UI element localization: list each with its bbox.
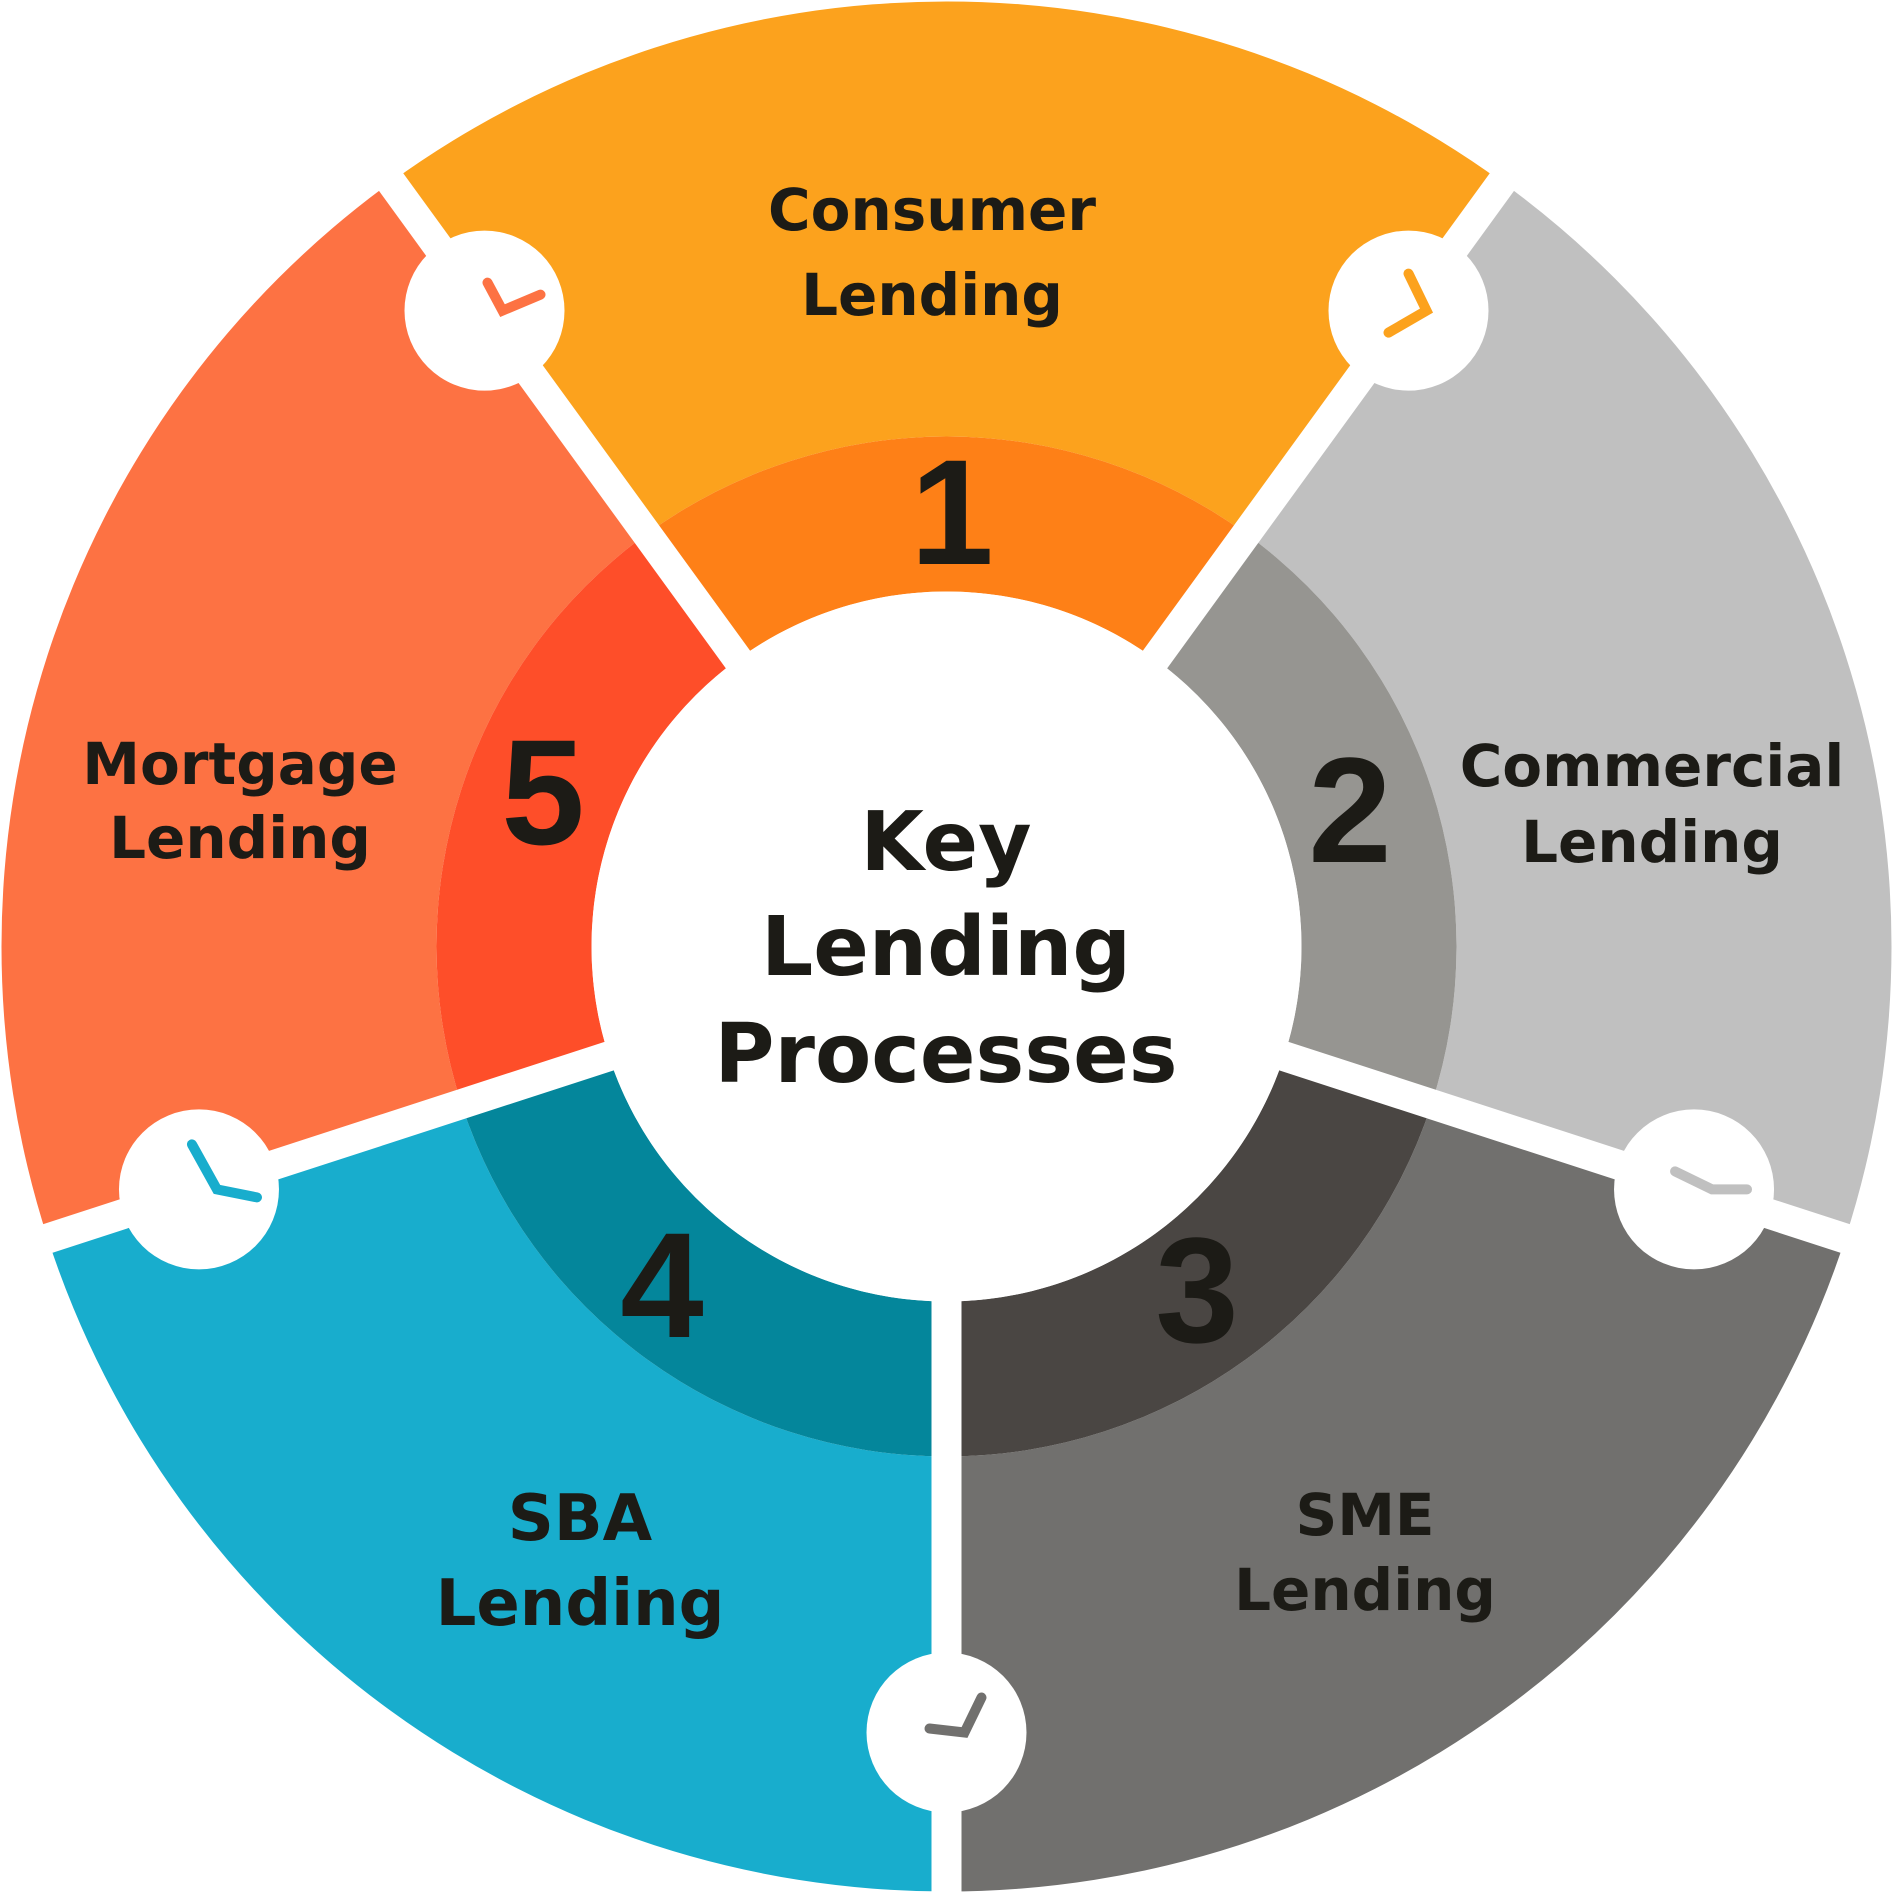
- segment-sme-lending-inner: [946, 1056, 1432, 1457]
- segment-sba-lending-outer: [47, 1104, 947, 1892]
- segment-label: Lending: [109, 804, 371, 872]
- segment-label: Mortgage: [82, 730, 397, 798]
- segment-label: Lending: [436, 1567, 725, 1641]
- segment-label: SME: [1295, 1481, 1434, 1549]
- segment-label: Consumer: [768, 176, 1096, 244]
- clock-hands: [1670, 1166, 1753, 1195]
- center-title-line: Key: [860, 795, 1031, 890]
- segment-label-line: SBA: [508, 1482, 653, 1556]
- segment-label-line: Lending: [801, 261, 1063, 329]
- segment-number: 5: [501, 708, 584, 876]
- center-circle: [591, 591, 1302, 1302]
- segment-consumer-lending-outer: [391, 1, 1502, 534]
- clock-icon: [1614, 1109, 1775, 1270]
- segment-label-line: Consumer: [768, 176, 1096, 244]
- clock-hands: [1383, 268, 1434, 338]
- segment-sme-lending-outer: [946, 1104, 1846, 1892]
- segment-label: Lending: [1521, 808, 1783, 876]
- clock-face: [404, 230, 565, 391]
- segment-label: SBA: [508, 1482, 653, 1556]
- clock-icon: [118, 1109, 279, 1270]
- clock-icon: [1328, 230, 1489, 391]
- center-title-line: Lending: [761, 900, 1131, 995]
- segment-number: 1: [910, 428, 993, 596]
- clock-icon: [404, 230, 565, 391]
- segment-sba-lending-inner: [461, 1056, 947, 1457]
- segment-number: 3: [1155, 1206, 1238, 1374]
- segment-label-line: Lending: [1234, 1556, 1496, 1624]
- segment-mortgage-lending-outer: [1, 181, 647, 1239]
- segment-label: Lending: [801, 261, 1063, 329]
- clock-hands: [186, 1139, 262, 1203]
- segment-mortgage-lending-inner: [436, 533, 738, 1105]
- clock-hands: [924, 1692, 987, 1738]
- clock-hands: [482, 277, 546, 317]
- segment-commercial-lending-outer: [1246, 181, 1892, 1239]
- segment-number: 2: [1308, 726, 1391, 894]
- segment-commercial-lending-inner: [1155, 533, 1457, 1105]
- segment-label-line: Lending: [1521, 808, 1783, 876]
- segment-label: Commercial: [1460, 732, 1845, 800]
- center-title-line: Processes: [714, 1007, 1177, 1102]
- clock-face: [1328, 230, 1489, 391]
- clock-icon: [866, 1652, 1027, 1813]
- segment-label-line: Lending: [436, 1567, 725, 1641]
- clock-face: [118, 1109, 279, 1270]
- segment-label-line: Mortgage: [82, 730, 397, 798]
- segment-consumer-lending-inner: [646, 436, 1247, 660]
- clock-face: [1614, 1109, 1775, 1270]
- segment-label-line: SME: [1295, 1481, 1434, 1549]
- segment-label-line: Commercial: [1460, 732, 1845, 800]
- segment-label-line: Lending: [109, 804, 371, 872]
- segment-number: 4: [620, 1201, 703, 1369]
- segment-label: Lending: [1234, 1556, 1496, 1624]
